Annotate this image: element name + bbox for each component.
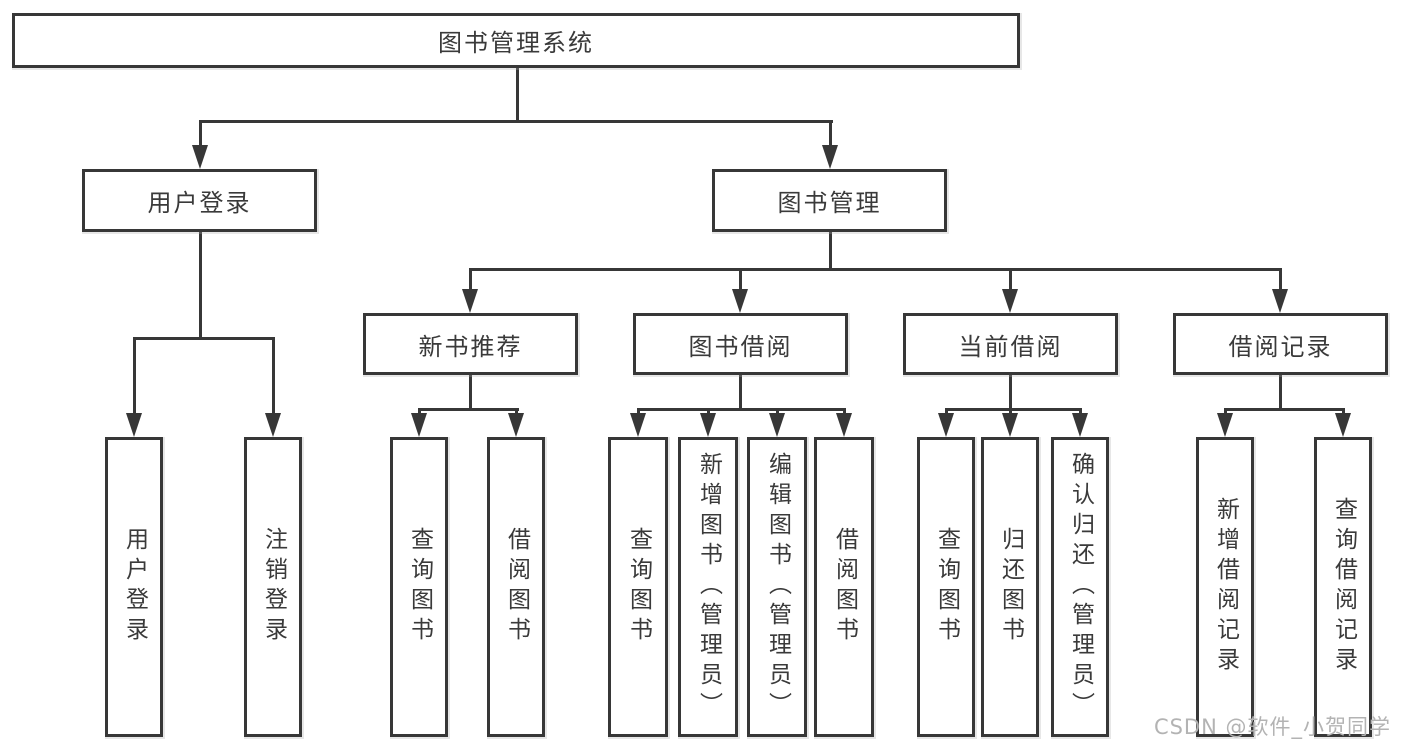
- connector-line: [469, 375, 472, 411]
- arrow-down-icon: [700, 413, 716, 437]
- arrow-down-icon: [1072, 413, 1088, 437]
- node-book-management: 图书管理: [712, 169, 947, 232]
- connector-line: [829, 232, 832, 271]
- connector-line: [133, 337, 136, 417]
- connector-line: [469, 268, 1281, 271]
- leaf-records-add-borrow-record: 新增借阅记录: [1196, 437, 1254, 737]
- arrow-down-icon: [1272, 289, 1288, 313]
- node-current-borrowing: 当前借阅: [903, 313, 1118, 375]
- node-book-borrowing: 图书借阅: [633, 313, 848, 375]
- leaf-borrowing-borrow-books: 借阅图书: [814, 437, 874, 737]
- watermark: CSDN @软件_小贺同学: [1153, 715, 1391, 739]
- connector-line: [1009, 375, 1012, 411]
- arrow-down-icon: [192, 145, 208, 169]
- connector-line: [199, 120, 833, 123]
- arrow-down-icon: [769, 413, 785, 437]
- arrow-down-icon: [836, 413, 852, 437]
- connector-line: [272, 337, 275, 417]
- leaf-borrowing-edit-books-admin: 编辑图书（管理员）: [747, 437, 807, 737]
- arrow-down-icon: [508, 413, 524, 437]
- arrow-down-icon: [265, 413, 281, 437]
- arrow-down-icon: [126, 413, 142, 437]
- arrow-down-icon: [1002, 413, 1018, 437]
- connector-line: [1279, 268, 1282, 294]
- connector-line: [739, 268, 742, 294]
- node-root-library-management-system: 图书管理系统: [12, 13, 1020, 68]
- connector-line: [1224, 408, 1345, 411]
- leaf-user-login: 用户登录: [105, 437, 163, 737]
- connector-line: [1279, 375, 1282, 411]
- connector-line: [133, 337, 275, 340]
- connector-line: [829, 120, 832, 150]
- leaf-recommend-borrow-books: 借阅图书: [487, 437, 545, 737]
- connector-line: [637, 408, 846, 411]
- connector-line: [199, 232, 202, 340]
- connector-line: [469, 268, 472, 294]
- arrow-down-icon: [630, 413, 646, 437]
- connector-line: [739, 375, 742, 411]
- node-new-book-recommendation: 新书推荐: [363, 313, 578, 375]
- arrow-down-icon: [1217, 413, 1233, 437]
- connector-line: [199, 120, 202, 150]
- leaf-logout: 注销登录: [244, 437, 302, 737]
- connector-line: [1009, 268, 1012, 294]
- node-user-login: 用户登录: [82, 169, 317, 232]
- leaf-recommend-query-books: 查询图书: [390, 437, 448, 737]
- leaf-borrowing-add-books-admin: 新增图书（管理员）: [678, 437, 738, 737]
- connector-line: [418, 408, 519, 411]
- leaf-current-confirm-return-admin: 确认归还（管理员）: [1051, 437, 1109, 737]
- arrow-down-icon: [822, 145, 838, 169]
- leaf-current-return-books: 归还图书: [981, 437, 1039, 737]
- connector-line: [945, 408, 1082, 411]
- arrow-down-icon: [462, 289, 478, 313]
- arrow-down-icon: [938, 413, 954, 437]
- arrow-down-icon: [1335, 413, 1351, 437]
- leaf-borrowing-query-books: 查询图书: [608, 437, 668, 737]
- arrow-down-icon: [732, 289, 748, 313]
- arrow-down-icon: [1002, 289, 1018, 313]
- node-borrowing-records: 借阅记录: [1173, 313, 1388, 375]
- connector-line: [516, 68, 519, 123]
- leaf-records-query-borrow-record: 查询借阅记录: [1314, 437, 1372, 737]
- leaf-current-query-books: 查询图书: [917, 437, 975, 737]
- arrow-down-icon: [411, 413, 427, 437]
